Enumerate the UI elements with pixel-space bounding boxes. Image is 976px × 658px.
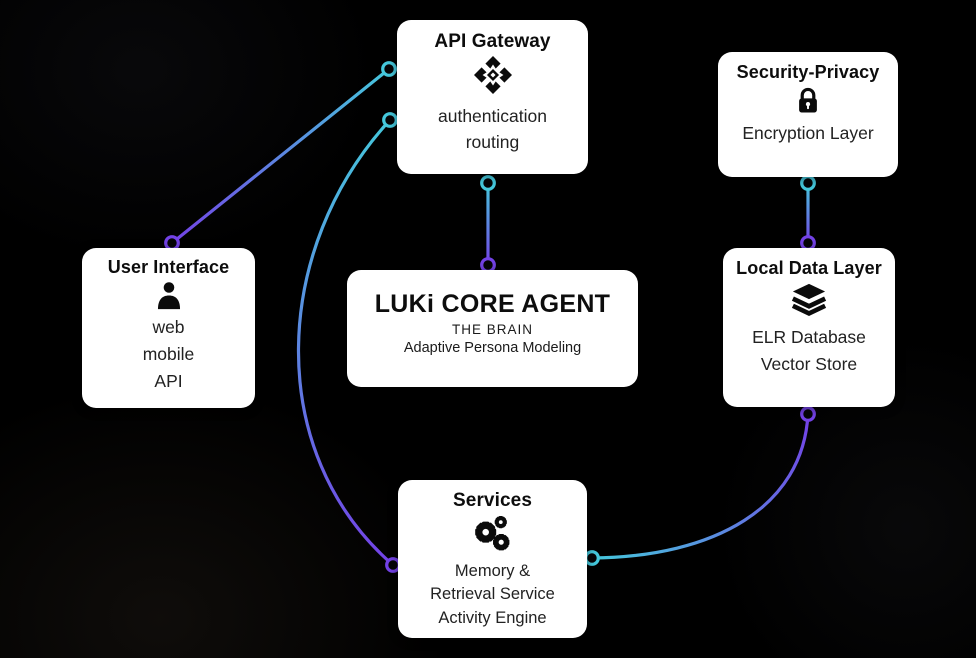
node-text: Vector Store bbox=[760, 354, 858, 375]
node-text: Encryption Layer bbox=[742, 123, 874, 143]
lock-icon bbox=[792, 85, 824, 117]
node-title: User Interface bbox=[107, 257, 230, 277]
node-user-interface: User Interface web mobile API bbox=[82, 248, 255, 408]
node-text: ELR Database bbox=[752, 327, 866, 347]
node-security-privacy: Security-Privacy Encryption Layer bbox=[718, 52, 898, 177]
node-text: authentication bbox=[438, 106, 547, 126]
edge-api-gateway-services bbox=[296, 118, 395, 567]
node-local-data-layer: Local Data Layer ELR Database Vector Sto… bbox=[723, 248, 895, 407]
connector-dot bbox=[584, 550, 600, 566]
node-title: Local Data Layer bbox=[736, 258, 882, 278]
layers-icon bbox=[789, 283, 829, 317]
node-text: API bbox=[154, 370, 183, 391]
connector-dot bbox=[800, 175, 816, 191]
gears-icon bbox=[472, 513, 514, 555]
node-text: Activity Engine bbox=[438, 608, 547, 627]
connector-dot bbox=[800, 406, 816, 422]
node-subtitle: THE BRAIN bbox=[451, 322, 533, 337]
node-text: routing bbox=[465, 132, 520, 153]
user-icon bbox=[153, 280, 185, 310]
node-text: Memory & bbox=[454, 562, 531, 580]
node-title: Services bbox=[453, 490, 532, 511]
node-services: Services bbox=[398, 480, 587, 638]
node-api-gateway: API Gateway authentication bbox=[397, 20, 588, 174]
edge-local-data-services bbox=[590, 412, 810, 560]
connector-dot bbox=[382, 112, 398, 128]
node-text: Retrieval Service bbox=[430, 585, 555, 604]
node-title: LUKi CORE AGENT bbox=[374, 290, 611, 318]
node-text: mobile bbox=[142, 343, 195, 364]
node-text: web bbox=[152, 317, 185, 337]
node-description: Adaptive Persona Modeling bbox=[403, 340, 582, 356]
gateway-icon bbox=[473, 56, 512, 94]
node-title: API Gateway bbox=[434, 31, 551, 52]
node-luki-core-agent: LUKi CORE AGENT THE BRAIN Adaptive Perso… bbox=[347, 270, 638, 387]
edge-user-interface-api-gateway bbox=[170, 67, 391, 245]
connector-dot bbox=[480, 175, 496, 191]
connector-dot bbox=[381, 61, 397, 77]
node-title: Security-Privacy bbox=[736, 62, 880, 82]
